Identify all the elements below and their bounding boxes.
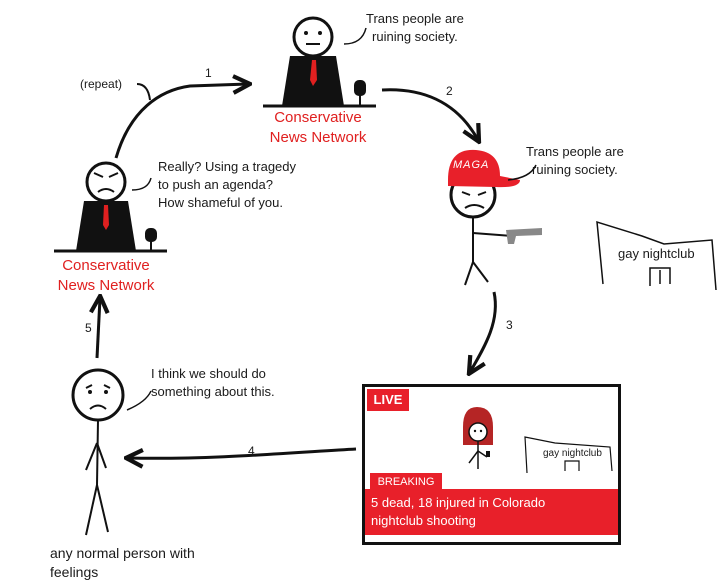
arrow-1-label: 1: [205, 66, 212, 80]
speech-ticks: [126, 27, 537, 411]
arrow-5: [97, 298, 100, 359]
arrow-4: [128, 447, 357, 458]
tv-nightclub-building: [524, 436, 613, 474]
breaking-badge: BREAKING: [370, 473, 442, 491]
arrow-3: [470, 291, 497, 372]
nightclub-building: [596, 220, 717, 291]
left-anchor-figure: [54, 161, 167, 253]
arrow-2: [381, 88, 478, 140]
top-anchor-figure: [263, 16, 376, 108]
arrow-3-label: 3: [506, 318, 513, 332]
left-anchor-speech: Really? Using a tragedy to push an agend…: [158, 159, 297, 210]
headline-banner: 5 dead, 18 injured in Colorado nightclub…: [365, 489, 618, 535]
left-anchor-label: Conservative News Network: [57, 257, 155, 294]
arrow-2-label: 2: [446, 84, 453, 98]
normal-person-figure: [71, 368, 125, 536]
tv-news-screen: LIVE gay nightclub BREAKING 5 dead, 18 i…: [362, 384, 621, 545]
top-anchor-label: Conservative News Network: [269, 109, 367, 146]
tv-scene: [463, 407, 613, 474]
reporter-figure: [463, 407, 493, 469]
arrow-1: [114, 84, 248, 159]
top-anchor-speech: Trans people are ruining society.: [366, 11, 464, 44]
nightclub-label: gay nightclub: [618, 246, 695, 261]
arrow-4-label: 4: [248, 444, 255, 458]
arrow-5-label: 5: [85, 321, 92, 335]
microphone-icon: [145, 228, 157, 251]
repeat-label: (repeat): [80, 77, 123, 91]
person-caption: any normal person with feelings: [50, 545, 195, 580]
live-badge: LIVE: [367, 389, 409, 411]
shooter-speech: Trans people are ruining society.: [526, 144, 624, 177]
maga-hat: [448, 149, 520, 188]
maga-hat-text: MAGA: [453, 159, 490, 171]
gun-icon: [506, 228, 542, 244]
person-speech: I think we should do something about thi…: [151, 366, 275, 399]
tv-nightclub-label: gay nightclub: [543, 448, 602, 459]
microphone-icon: [354, 80, 366, 106]
shooter-figure: [448, 149, 542, 286]
arrow-repeat-hook: [136, 83, 151, 101]
